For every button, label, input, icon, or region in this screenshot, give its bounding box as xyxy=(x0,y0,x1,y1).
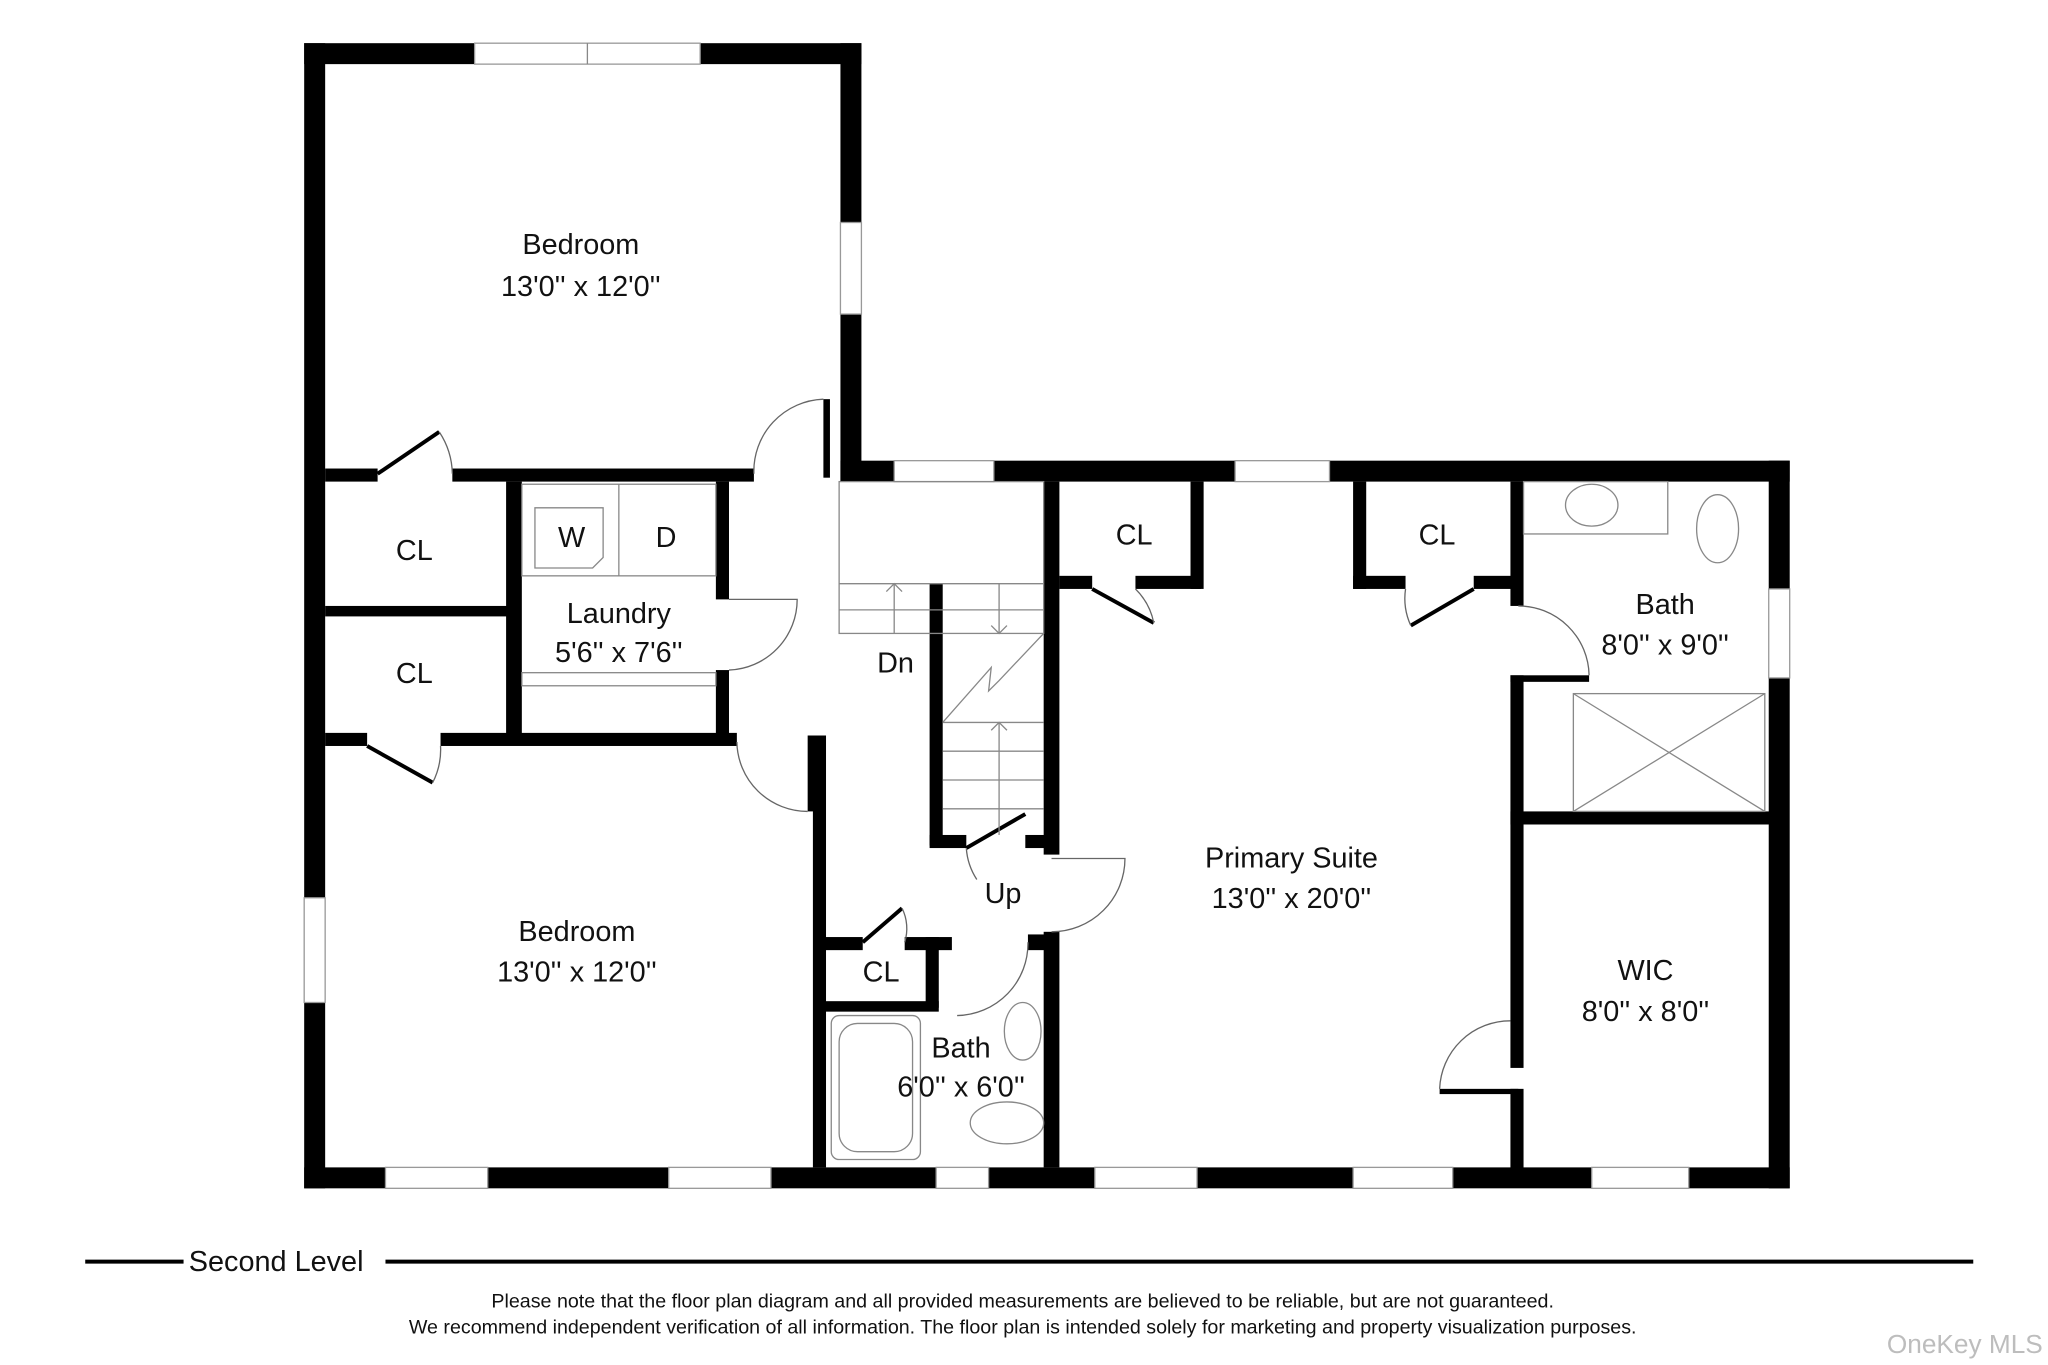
laundry-name: Laundry xyxy=(567,598,672,630)
walls xyxy=(304,43,1790,1189)
disclaimer-line-2: We recommend independent verification of… xyxy=(409,1317,1637,1339)
closet-label: CL xyxy=(396,658,433,690)
washer-label: W xyxy=(558,522,586,554)
stairs-down-label: Dn xyxy=(877,648,914,680)
level-title: Second Level xyxy=(189,1246,364,1278)
disclaimer-line-1: Please note that the floor plan diagram … xyxy=(491,1290,1554,1312)
laundry-dimensions: 5'6'' x 7'6'' xyxy=(555,637,683,669)
bedroom-2-name: Bedroom xyxy=(518,916,635,948)
wic-name: WIC xyxy=(1617,955,1673,987)
bedroom-2-dimensions: 13'0'' x 12'0'' xyxy=(497,957,657,989)
bedroom-1-name: Bedroom xyxy=(522,229,639,261)
stairs-up-label: Up xyxy=(985,878,1022,910)
level-title-bar: Second Level xyxy=(85,1246,1974,1278)
wic-dimensions: 8'0'' x 8'0'' xyxy=(1582,996,1710,1028)
closet-label: CL xyxy=(396,535,433,567)
windows xyxy=(303,42,1791,1189)
fixtures xyxy=(521,480,1766,1161)
room-labels: Bedroom 13'0'' x 12'0'' CL CL W D Laundr… xyxy=(396,229,1729,1104)
dryer-label: D xyxy=(656,522,677,554)
closet-label: CL xyxy=(863,957,900,989)
doors xyxy=(366,398,1590,1089)
hall-bath-name: Bath xyxy=(931,1032,990,1064)
bedroom-1-dimensions: 13'0'' x 12'0'' xyxy=(501,271,661,303)
closet-label: CL xyxy=(1419,519,1456,551)
watermark: OneKey MLS xyxy=(1887,1329,2043,1359)
primary-bath-dimensions: 8'0'' x 9'0'' xyxy=(1601,629,1729,661)
staircase xyxy=(838,480,1045,835)
primary-suite-name: Primary Suite xyxy=(1205,843,1378,875)
primary-bath-name: Bath xyxy=(1635,589,1694,621)
primary-suite-dimensions: 13'0'' x 20'0'' xyxy=(1212,883,1372,915)
closet-label: CL xyxy=(1116,519,1153,551)
hall-bath-dimensions: 6'0'' x 6'0'' xyxy=(897,1072,1025,1104)
